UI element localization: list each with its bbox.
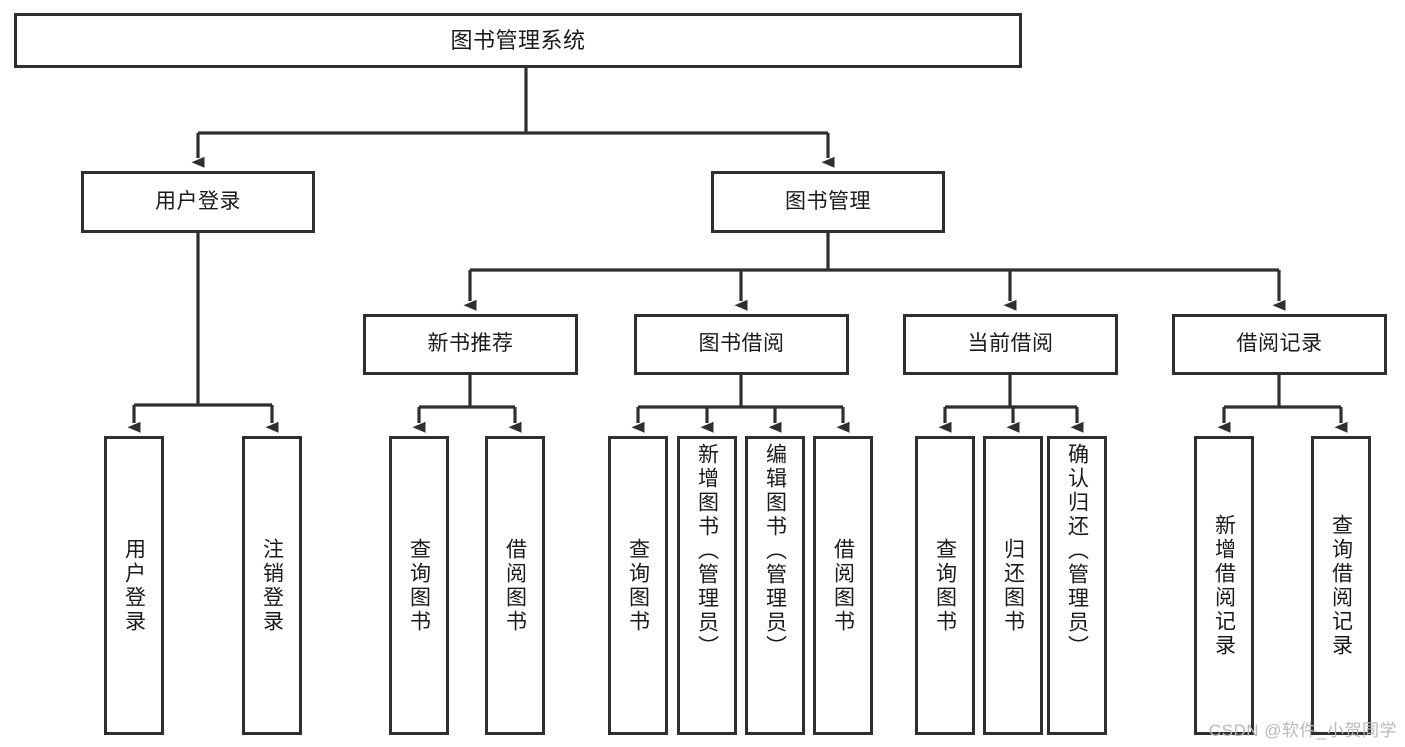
node-root-图书管理系统[interactable]: 图书管理系统 [14, 13, 1022, 68]
node-leaf-3[interactable]: 借阅图书 [485, 436, 545, 735]
node-label: 查询图书 [407, 537, 431, 634]
node-label: 借阅图书 [503, 537, 527, 634]
watermark-label: CSDN @软件_小贺同学 [1208, 721, 1397, 740]
node-leaf-12[interactable]: 查询借阅记录 [1311, 436, 1371, 735]
node-label: 用户登录 [122, 537, 146, 634]
node-leaf-11[interactable]: 新增借阅记录 [1194, 436, 1254, 735]
node-level3-当前借阅[interactable]: 当前借阅 [903, 314, 1118, 375]
node-label: 借阅记录 [1236, 332, 1323, 356]
node-label: 图书管理系统 [450, 27, 586, 53]
node-label: 图书借阅 [698, 332, 785, 356]
node-label: 归还图书 [1001, 537, 1025, 634]
node-level3-新书推荐[interactable]: 新书推荐 [363, 314, 578, 375]
node-leaf-5[interactable]: 新增图书（管理员） [677, 436, 737, 735]
node-label: 图书管理 [785, 189, 871, 213]
node-leaf-1[interactable]: 注销登录 [242, 436, 302, 735]
node-leaf-8[interactable]: 查询图书 [915, 436, 975, 735]
node-label: 查询借阅记录 [1329, 513, 1353, 658]
node-level3-图书借阅[interactable]: 图书借阅 [634, 314, 849, 375]
node-label: 查询图书 [626, 537, 650, 634]
node-level2-图书管理[interactable]: 图书管理 [711, 171, 945, 233]
node-leaf-4[interactable]: 查询图书 [608, 436, 668, 735]
node-label: 借阅图书 [831, 537, 855, 634]
node-label: 新增图书（管理员） [695, 443, 719, 659]
node-leaf-6[interactable]: 编辑图书（管理员） [745, 436, 805, 735]
node-label: 查询图书 [933, 537, 957, 634]
node-leaf-2[interactable]: 查询图书 [389, 436, 449, 735]
node-leaf-0[interactable]: 用户登录 [104, 436, 164, 735]
node-level2-用户登录[interactable]: 用户登录 [81, 171, 315, 233]
node-leaf-7[interactable]: 借阅图书 [813, 436, 873, 735]
node-label: 确认归还（管理员） [1065, 443, 1089, 659]
node-label: 编辑图书（管理员） [763, 443, 787, 659]
node-leaf-10[interactable]: 确认归还（管理员） [1047, 436, 1107, 735]
node-label: 新书推荐 [427, 332, 514, 356]
node-label: 当前借阅 [967, 332, 1054, 356]
node-label: 注销登录 [260, 537, 284, 634]
node-label: 新增借阅记录 [1212, 513, 1236, 658]
node-label: 用户登录 [155, 189, 241, 213]
node-leaf-9[interactable]: 归还图书 [983, 436, 1043, 735]
node-level3-借阅记录[interactable]: 借阅记录 [1172, 314, 1387, 375]
